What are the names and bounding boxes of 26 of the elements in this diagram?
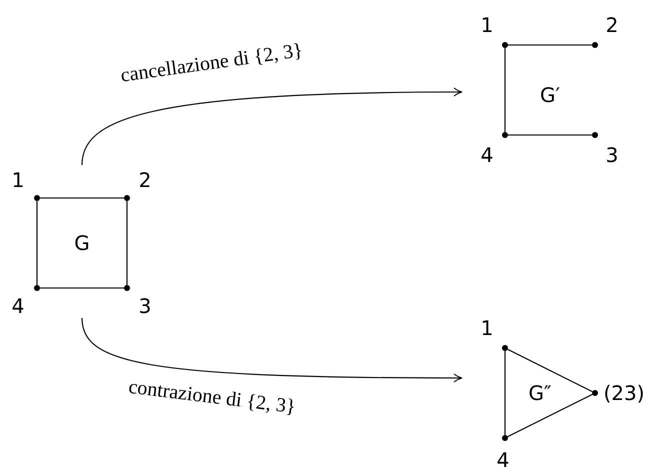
graph-edge (504, 48, 506, 132)
graph-edge (508, 44, 592, 46)
vertex-label: (23) (603, 381, 645, 405)
graph-edge (507, 348, 593, 392)
vertex-label: 1 (12, 168, 24, 192)
graph-edge (504, 351, 506, 435)
graph-name-label: G (74, 231, 90, 255)
vertex-label: 3 (606, 143, 618, 167)
graph-edge (508, 134, 592, 136)
graph-edge (36, 201, 38, 285)
graph-name-label: G″ (528, 381, 552, 405)
vertex-label: 2 (606, 13, 618, 37)
graph-edge (126, 201, 128, 285)
graph-edge (40, 287, 124, 289)
vertex-label: 4 (480, 143, 494, 167)
edge-label: contrazione di {2, 3} (126, 376, 298, 420)
vertex-label: 4 (496, 448, 510, 469)
graph-edge (40, 197, 124, 199)
vertex-label: 4 (12, 294, 24, 318)
vertex-label: 2 (138, 168, 152, 192)
vertex-label: 3 (138, 294, 152, 318)
graph-edge (507, 394, 593, 438)
graph-name-label: G′ (540, 83, 560, 107)
vertex-label: 1 (480, 316, 494, 340)
edge-label: cancellazione di {2, 3} (118, 39, 306, 88)
vertex-label: 1 (480, 13, 494, 37)
